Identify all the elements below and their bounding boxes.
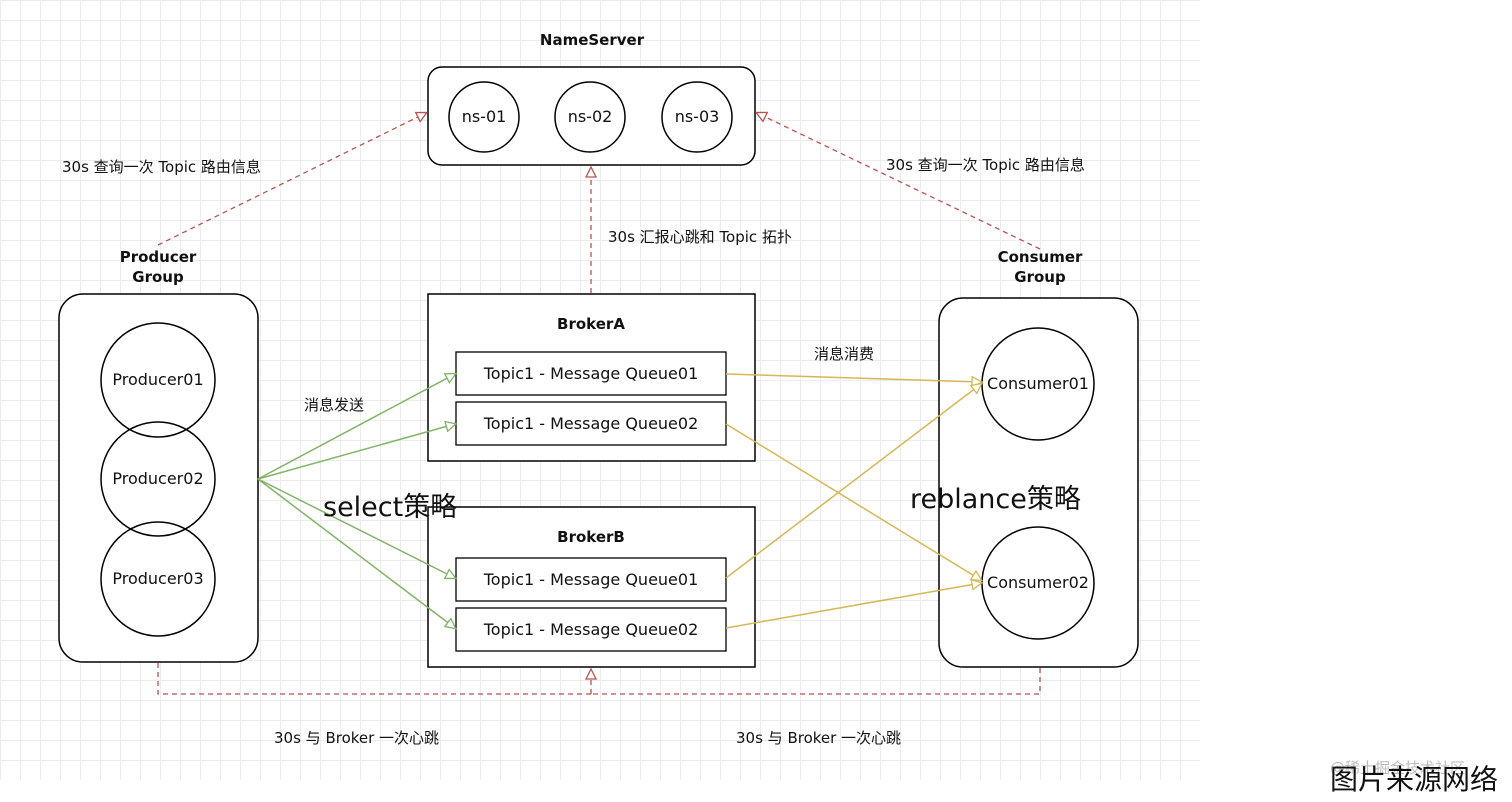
broker-report-label: 30s 汇报心跳和 Topic 拓扑 [608, 228, 792, 246]
ns-01-label: ns-01 [461, 107, 507, 126]
consume-arrow-a-q1 [725, 373, 981, 382]
consume-arrow-b-q2 [725, 583, 981, 629]
consumer01-label: Consumer01 [987, 374, 1089, 393]
consume-label: 消息消费 [814, 345, 875, 363]
producer01-node [100, 322, 216, 438]
diagram-canvas [0, 0, 1200, 780]
consume-arrow-a-q2 [725, 423, 981, 580]
send-label: 消息发送 [304, 396, 365, 414]
send-arrow-a-q1 [257, 374, 455, 480]
consumer-route-arrow [757, 113, 1041, 250]
producer03-node [100, 521, 216, 637]
broker-a-queue01-label: Topic1 - Message Queue01 [483, 364, 699, 383]
broker-a-queue01-box [455, 351, 727, 396]
send-arrow-a-q2 [257, 424, 455, 480]
consumer-heartbeat-line [591, 668, 1041, 695]
ns-01-node [448, 81, 520, 153]
image-source-watermark: 图片来源网络 [1329, 763, 1498, 796]
producer-group-title-line1: Producer [119, 248, 197, 266]
broker-b-queue02-label: Topic1 - Message Queue02 [483, 620, 699, 639]
consumer-heartbeat-label: 30s 与 Broker 一次心跳 [736, 729, 902, 747]
producer-route-label: 30s 查询一次 Topic 路由信息 [62, 158, 261, 176]
diagram-svg [58, 66, 1139, 695]
ns-03-node [661, 81, 733, 153]
broker-b-queue01-label: Topic1 - Message Queue01 [483, 570, 699, 589]
broker-b-queue01-box [455, 557, 727, 602]
consumer-group-title-line1: Consumer [997, 248, 1083, 266]
producer02-label: Producer02 [112, 469, 204, 488]
nameserver-title: NameServer [539, 31, 645, 49]
send-arrow-b-q1 [257, 478, 455, 578]
broker-a-queue02-label: Topic1 - Message Queue02 [483, 414, 699, 433]
consume-arrow-b-q1 [725, 384, 981, 579]
faint-watermark: @稀土掘金技术社区 [1330, 759, 1466, 777]
consumer-route-label: 30s 查询一次 Topic 路由信息 [886, 156, 1085, 174]
producer-route-arrow [157, 113, 426, 246]
broker-a-title: BrokerA [557, 315, 625, 333]
rebalance-strategy-label: reblance策略 [910, 484, 1081, 515]
send-arrow-b-q2 [257, 478, 455, 628]
producer01-label: Producer01 [112, 370, 204, 389]
ns-02-node [554, 81, 626, 153]
consumer-group-title-line2: Group [1014, 268, 1066, 286]
broker-a-queue02-box [455, 401, 727, 446]
ns-02-label: ns-02 [567, 107, 613, 126]
producer-heartbeat-line [157, 663, 591, 695]
producer-group-title-line2: Group [132, 268, 184, 286]
producer02-node [100, 421, 216, 537]
producer-heartbeat-label: 30s 与 Broker 一次心跳 [274, 729, 440, 747]
broker-b-title: BrokerB [557, 528, 625, 546]
select-strategy-label: select策略 [323, 492, 458, 523]
consumer02-label: Consumer02 [987, 573, 1089, 592]
producer03-label: Producer03 [112, 569, 204, 588]
broker-b-queue02-box [455, 607, 727, 652]
ns-03-label: ns-03 [674, 107, 720, 126]
